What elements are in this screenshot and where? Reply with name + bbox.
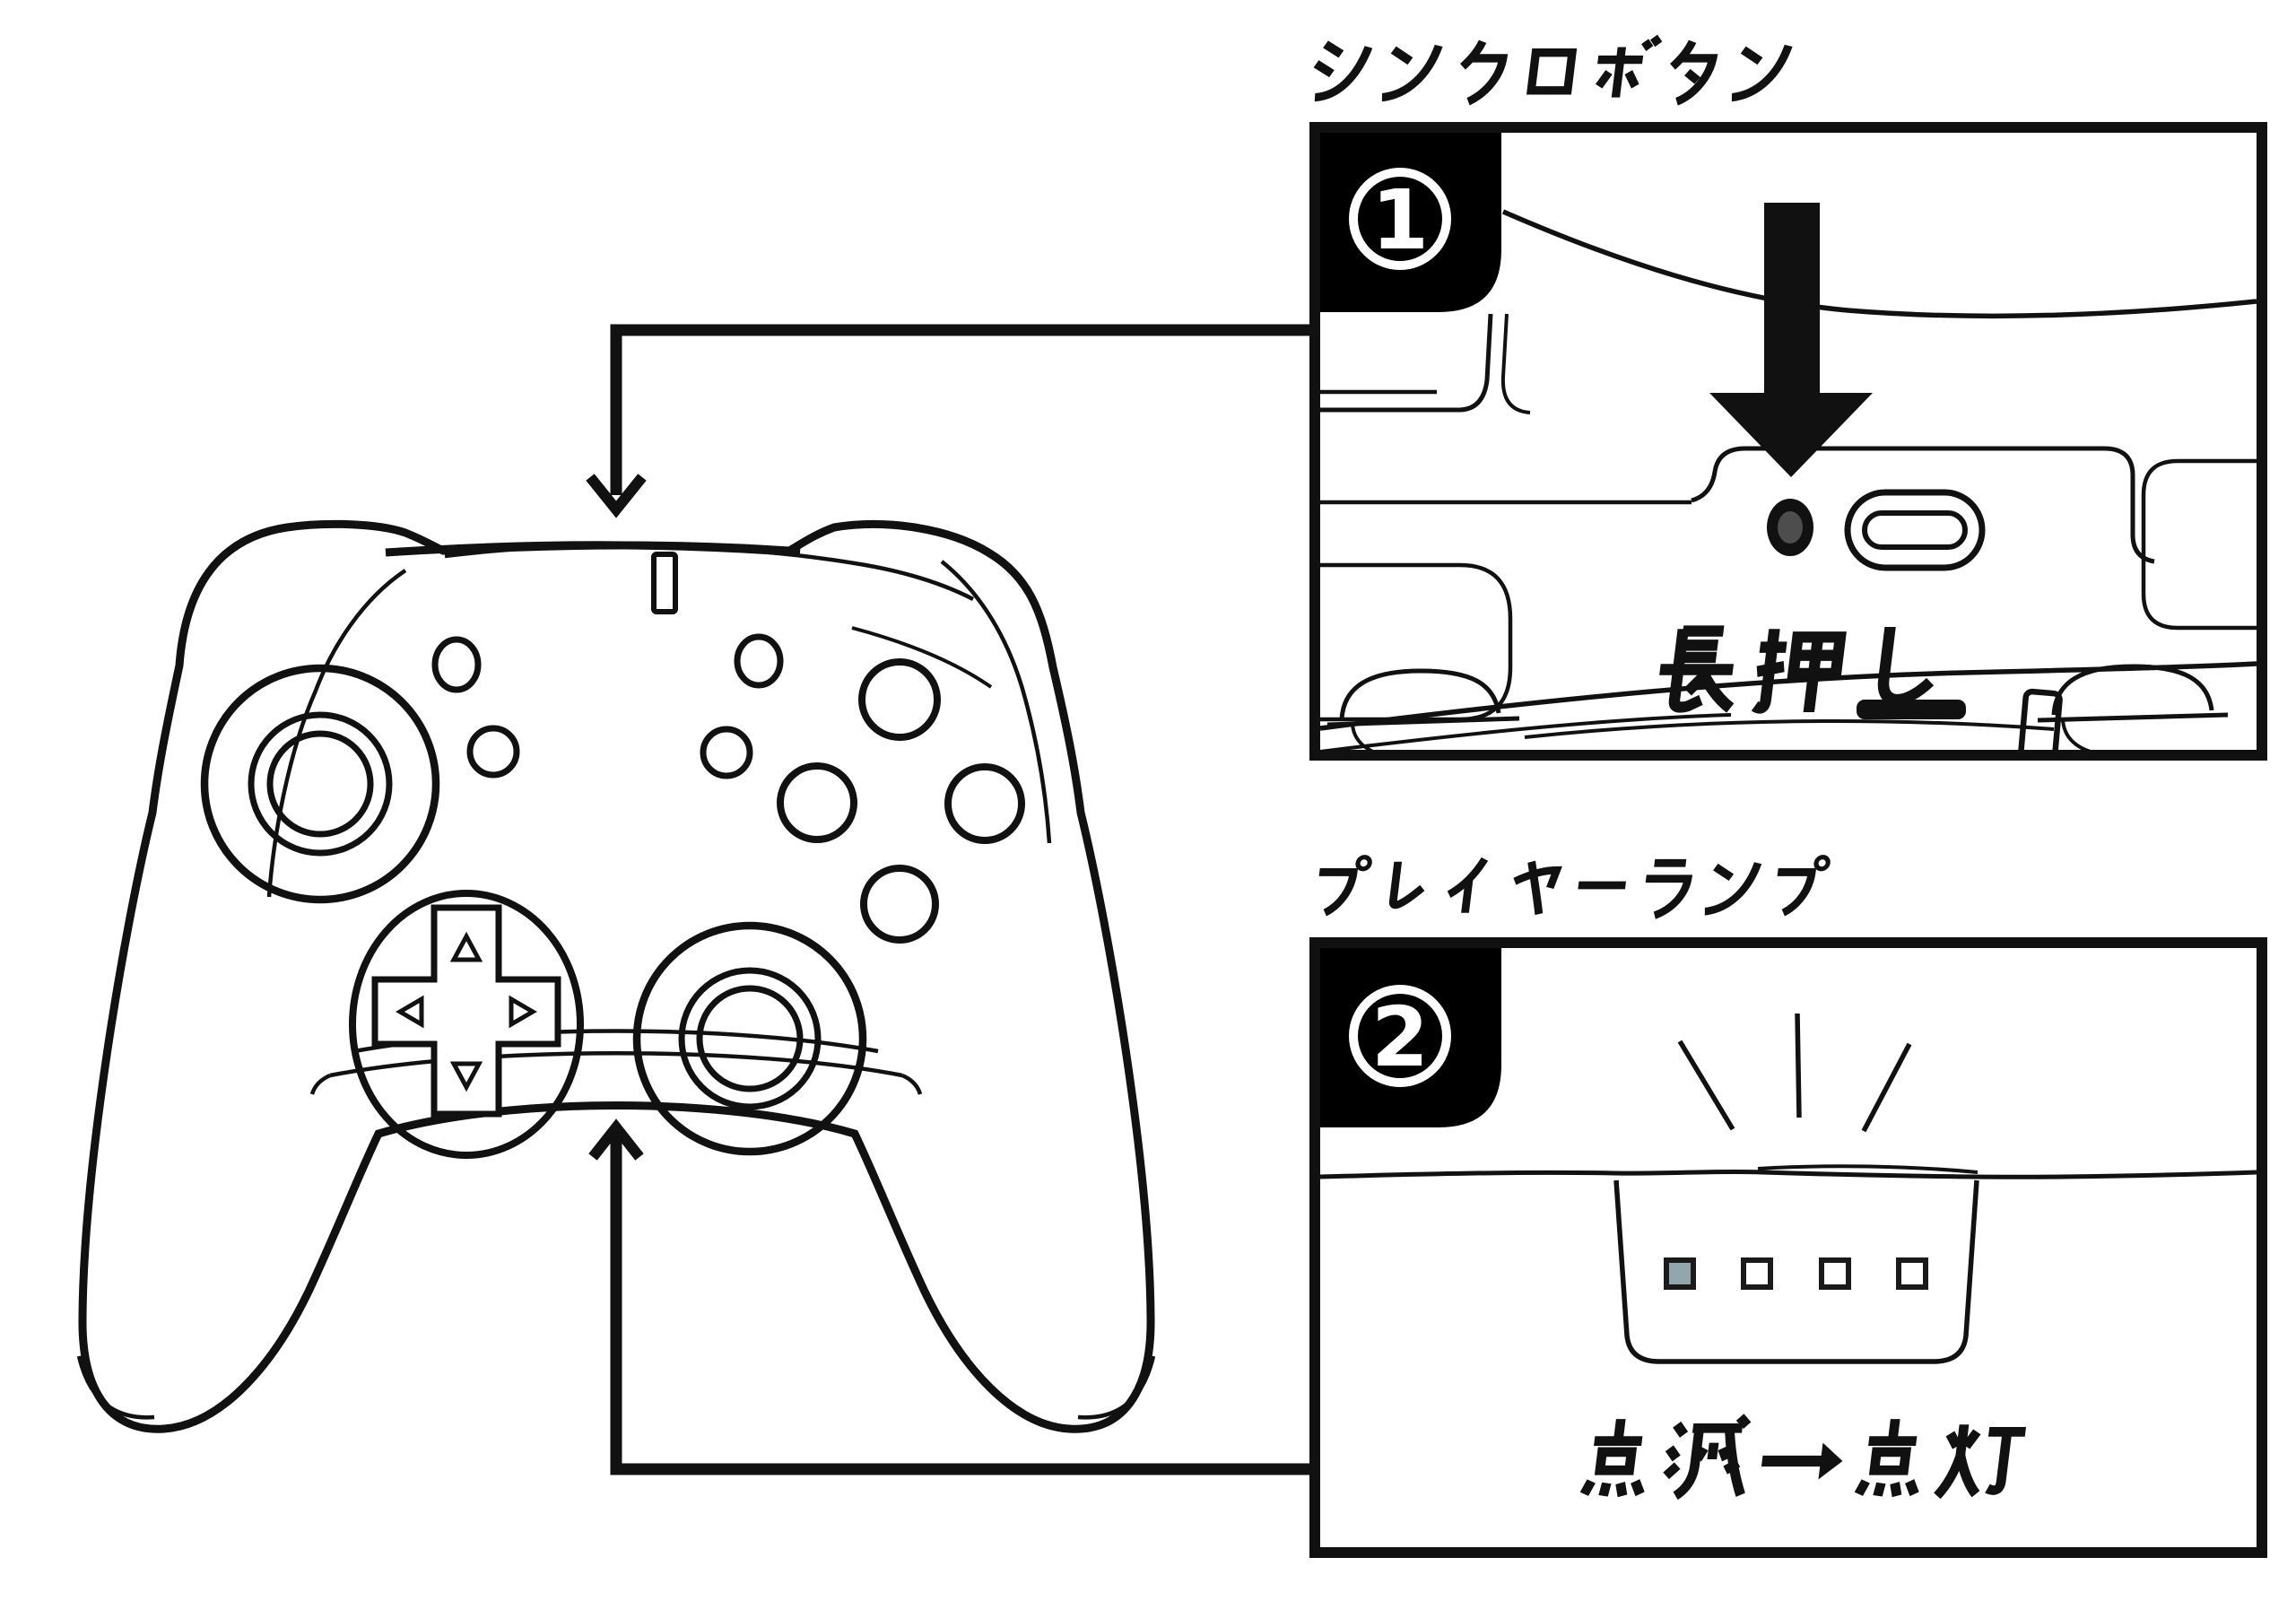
sync-button [1767,499,1813,556]
panel-1-title [1313,34,1793,106]
usb-c-port [1844,489,1986,571]
step-1-circle-icon [1349,168,1451,270]
step-2-circle-icon [1349,985,1451,1087]
long-press-caption [1659,625,1935,714]
callout-2-panel: 2 [1309,855,2267,1558]
player-led-2 [1741,1257,1773,1290]
step-1-badge: 1 [1320,133,1501,312]
home-button [700,726,753,779]
player-led-1 [1664,1257,1696,1290]
right-trigger-art [2037,664,2229,750]
down-arrow-icon [586,474,647,518]
d-pad-down-icon [449,1061,483,1092]
d-pad-up-icon [449,931,483,962]
callout-1-panel: 1 [1309,34,2267,761]
step-1-number: 1 [1371,172,1429,268]
player-lamp-housing [1613,1179,1979,1364]
pairing-notch [651,552,678,614]
d-pad-left-icon [396,995,424,1029]
b-button [860,865,939,944]
player-leds [1664,1257,1928,1290]
minus-button [431,636,482,693]
up-arrow-icon [588,1118,644,1161]
left-trigger-art [1326,668,1520,750]
y-button [777,762,857,843]
panel-1-border [1309,122,2267,761]
right-analog-stick [632,921,867,1156]
controller-top-view-art [1320,203,2257,750]
player-lamp-art [1320,1013,2257,1501]
plus-button [734,633,784,689]
blink-to-lit-caption [1579,1414,2027,1501]
step-2-badge: 2 [1320,948,1501,1127]
a-button [944,763,1025,844]
connector-arrow-to-sync-button [586,324,1315,518]
rail-slot [1857,700,1966,719]
controller-illustration [76,519,1156,1433]
shine-rays-icon [1677,1013,1912,1133]
connector-arrow-from-player-lamp [588,1118,1315,1475]
press-down-arrow-icon [1709,203,1873,477]
x-button [858,658,941,741]
right-arrow-icon [1761,1442,1843,1480]
panel-2-title [1318,855,1831,919]
capture-button [466,725,520,779]
player-led-3 [1819,1257,1851,1290]
d-pad [349,890,584,1159]
left-analog-stick [200,664,440,904]
panel-2-border [1309,937,2267,1558]
strap-clip [2018,688,2063,750]
d-pad-right-icon [509,995,537,1029]
step-2-number: 2 [1371,989,1429,1085]
player-led-4 [1896,1257,1928,1290]
